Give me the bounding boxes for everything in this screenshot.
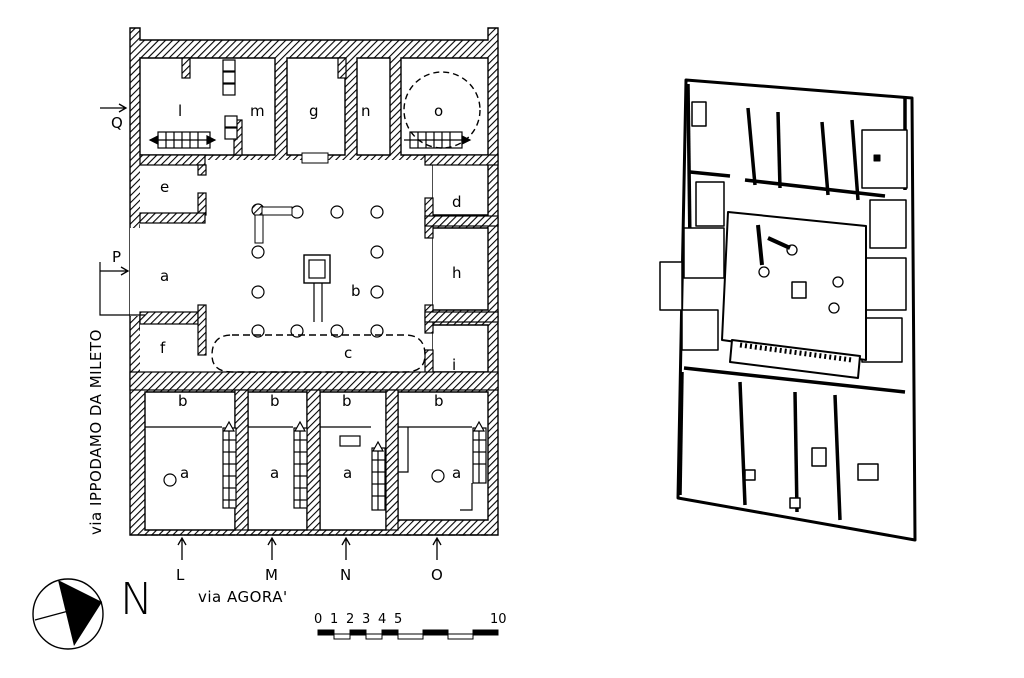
shop-3-back-label: b — [342, 392, 352, 410]
axo-west-block-3 — [681, 309, 719, 351]
shop-2-back-label: b — [270, 392, 280, 410]
shop-1-back-label: b — [178, 392, 188, 410]
room-label-h: h — [452, 264, 462, 282]
axo-east-block-1 — [869, 199, 907, 249]
column-drum-2 — [254, 214, 264, 244]
stair-o — [404, 131, 472, 149]
scale-label-3: 3 — [362, 612, 370, 627]
axo-east-block-2 — [865, 257, 907, 311]
entrance-m-label: M — [265, 566, 278, 584]
room-label-n: n — [361, 102, 371, 120]
stair-l — [148, 131, 217, 149]
court-wall-stubs — [129, 57, 499, 531]
west-street-line — [99, 262, 145, 316]
axo-block-ne — [861, 129, 908, 189]
shop-1-front-label: a — [180, 464, 189, 482]
columns — [251, 205, 384, 338]
axo-cistern-rim — [739, 342, 853, 363]
room-label-g: g — [309, 102, 319, 120]
scale-label-2: 2 — [346, 612, 354, 627]
axo-shop-details — [744, 447, 879, 509]
shop-3-front-label: a — [343, 464, 352, 482]
room-label-d: d — [452, 193, 462, 211]
shop-4-front-label: a — [452, 464, 461, 482]
column-drum — [261, 206, 293, 216]
axo-cistern — [729, 339, 861, 379]
room-label-f: f — [160, 339, 166, 357]
peristyle-court — [140, 160, 432, 382]
scale-label-10: 10 — [490, 612, 507, 627]
shop-4-back-label: b — [434, 392, 444, 410]
entrance-l-label: L — [176, 566, 185, 584]
entrance-n-label: N — [340, 566, 351, 584]
axo-west-block-1 — [695, 181, 725, 227]
scale-label-0: 0 — [314, 612, 322, 627]
axo-columns — [758, 244, 844, 314]
room-label-i: i — [452, 356, 456, 374]
scale-label-4: 4 — [378, 612, 386, 627]
axo-shop-walls — [678, 366, 906, 521]
room-label-m: m — [250, 102, 265, 120]
axonometric-view — [659, 78, 917, 542]
axo-east-block-3 — [861, 317, 903, 363]
entrance-p-label: P — [112, 248, 121, 266]
well-inner — [308, 259, 326, 279]
axo-well — [791, 281, 807, 299]
room-label-o: o — [434, 102, 443, 120]
axo-west-protrusion — [659, 261, 683, 311]
scale-label-1: 1 — [330, 612, 338, 627]
shop-interior-lines — [145, 426, 473, 511]
room-label-l: l — [178, 102, 182, 120]
axo-west-block-2 — [683, 227, 725, 279]
room-label-b: b — [351, 282, 361, 300]
axo-block-nw — [691, 101, 707, 127]
room-label-a: a — [160, 267, 169, 285]
axo-block-ne-dot — [873, 154, 881, 162]
floor-plan: l m g n o e d a h b f c i b b b b a a a … — [87, 27, 499, 606]
shop-stairs — [222, 425, 487, 511]
cistern-c — [211, 334, 426, 373]
shop-stair-arrows — [222, 420, 486, 452]
scale-bar: 0 1 2 3 4 5 10 — [314, 612, 507, 640]
axo-fallen-column — [756, 224, 791, 266]
room-label-e: e — [160, 178, 169, 196]
entrance-q-label: Q — [111, 114, 123, 132]
street-west-label: via IPPODAMO DA MILETO — [87, 329, 105, 535]
court-opening-west — [130, 228, 150, 316]
doorway-g — [301, 152, 329, 164]
street-south-label: via AGORA' — [198, 588, 288, 606]
water-channel — [313, 283, 323, 322]
shop-columns — [163, 469, 445, 487]
entrance-arrows — [100, 103, 442, 560]
room-label-c: c — [344, 344, 352, 362]
north-letter: N — [120, 574, 153, 625]
north-arrow: N — [32, 574, 153, 650]
shop-2-front-label: a — [270, 464, 279, 482]
basins-l — [222, 59, 238, 140]
dashed-circle-o — [403, 71, 481, 149]
entrance-o-label: O — [431, 566, 443, 584]
scale-label-5: 5 — [394, 612, 402, 627]
